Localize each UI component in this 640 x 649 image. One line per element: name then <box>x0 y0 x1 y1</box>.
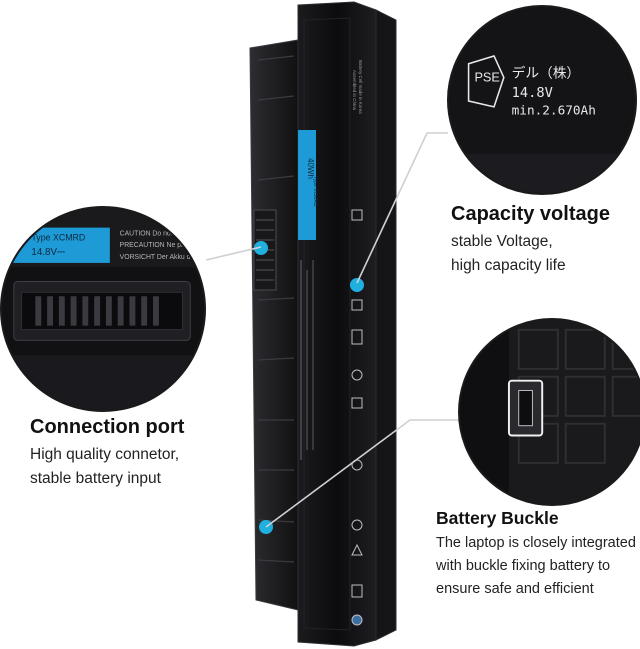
capacity-marker-dot <box>350 278 364 292</box>
buckle-description: The laptop is closely integrated with bu… <box>436 532 636 601</box>
assembled-text-2: Assembled in China <box>352 70 357 111</box>
sticker-watts: 40Wh <box>306 158 315 179</box>
pse-mark: PSE <box>474 69 499 84</box>
capacity-zoom-circle: PSE デル（株） 14.8V min.2.670Ah <box>447 5 637 195</box>
buckle-desc-line: The laptop is closely integrated <box>436 535 636 551</box>
buckle-heading: Battery Buckle <box>436 508 559 528</box>
capacity-text: min.2.670Ah <box>512 103 596 118</box>
buckle-desc-line: with buckle fixing battery to <box>436 558 611 574</box>
capacity-description: stable Voltage, high capacity life <box>451 230 566 278</box>
caution-text-3: VORSICHT Der Akku darf <box>120 254 199 261</box>
capacity-desc-line: stable Voltage, <box>451 233 553 250</box>
japanese-text: デル（株） <box>512 64 580 81</box>
capacity-heading: Capacity voltage <box>451 203 610 225</box>
port-desc-line: stable battery input <box>30 470 161 487</box>
voltage-text: 14.8V <box>512 85 553 101</box>
assembled-text: Battery Cell made in Korea <box>358 60 363 114</box>
buckle-desc-line: ensure safe and efficient <box>436 581 594 597</box>
port-heading: Connection port <box>30 416 185 438</box>
port-description: High quality connetor, stable battery in… <box>30 443 179 491</box>
buckle-marker-dot <box>259 520 273 534</box>
caution-text-2: PRECAUTION Ne pas <box>120 242 189 249</box>
buckle-zoom-circle <box>458 318 640 506</box>
sticker-type: Type XCMRD <box>312 176 318 207</box>
type-label: Type XCMRD <box>31 232 85 242</box>
capacity-desc-line: high capacity life <box>451 257 566 274</box>
caution-text-1: CAUTION Do not <box>120 230 173 237</box>
port-marker-dot <box>254 241 268 255</box>
port-zoom-circle: Type XCMRD 14.8V⎓ CAUTION Do not PRECAUT… <box>0 206 206 412</box>
port-desc-line: High quality connetor, <box>30 446 180 463</box>
type-voltage: 14.8V⎓ <box>31 247 65 258</box>
battery-pack: 40Wh Type XCMRD Battery Cell made in Kor… <box>249 1 397 647</box>
